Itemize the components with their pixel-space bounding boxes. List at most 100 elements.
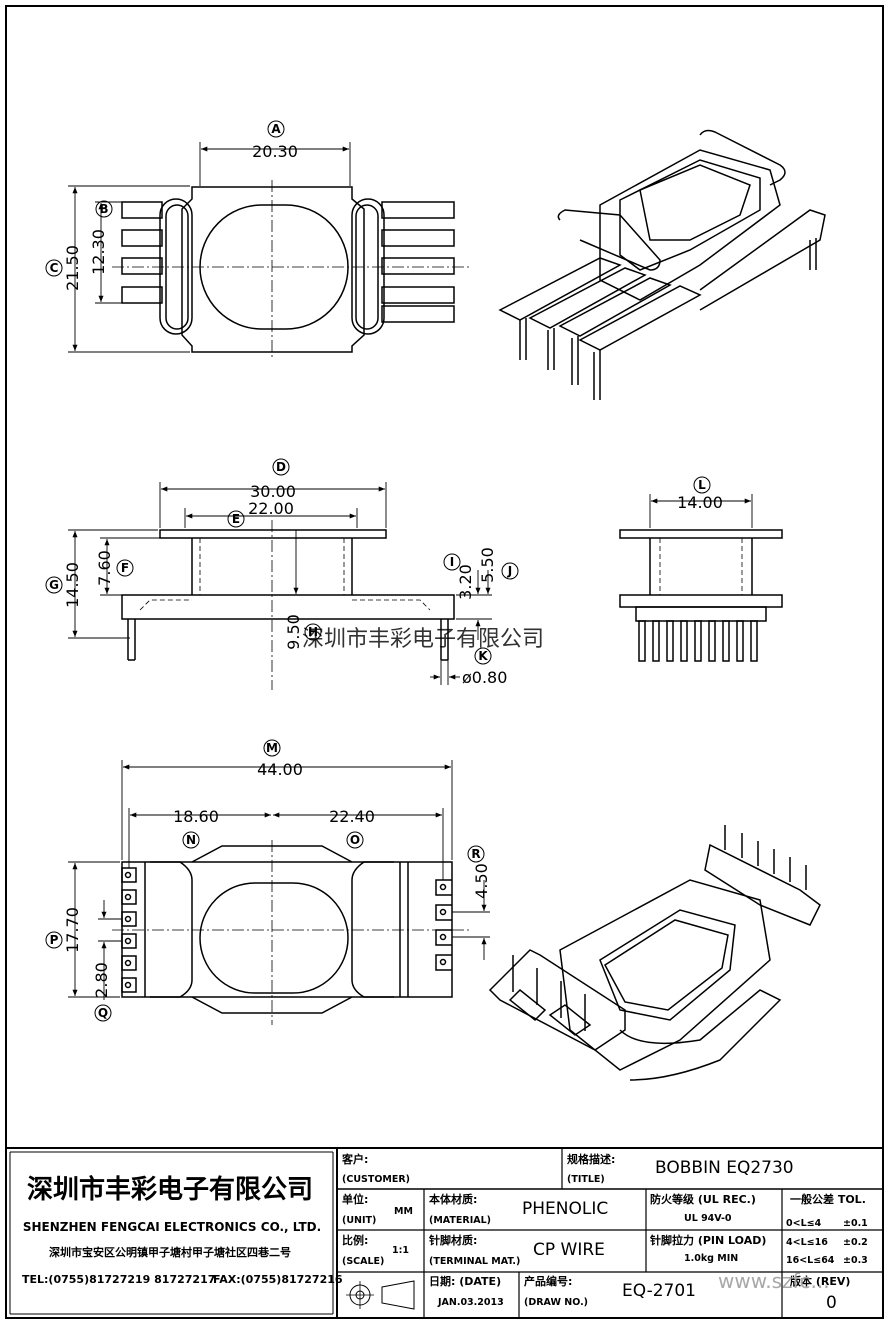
dim-q-value: 2.80: [92, 962, 111, 998]
dim-p-value: 17.70: [63, 907, 82, 953]
svg-text:J: J: [507, 564, 512, 578]
company-address: 深圳市宝安区公明镇甲子塘村甲子塘社区四巷二号: [49, 1245, 291, 1259]
svg-text:F: F: [121, 561, 129, 575]
front-view-hidden: [139, 538, 431, 611]
svg-text:(TITLE): (TITLE): [567, 1174, 605, 1185]
svg-text:针脚材质:: 针脚材质:: [429, 1233, 477, 1247]
svg-text:C: C: [50, 261, 59, 275]
title-block-fields: 客户: (CUSTOMER) 规格描述: (TITLE) BOBBIN EQ27…: [341, 1152, 868, 1313]
bottom-view-dim-text: 44.00 18.60 22.40 17.70 2.80 4.50: [63, 760, 491, 998]
svg-text:0<L≤4: 0<L≤4: [786, 1218, 822, 1229]
dim-k-value: ø0.80: [462, 668, 507, 687]
top-view-dim-text: 20.30 21.50 12.30: [63, 142, 298, 291]
svg-text:O: O: [350, 833, 360, 847]
svg-text:±0.2: ±0.2: [843, 1237, 868, 1248]
svg-text:4<L≤16: 4<L≤16: [786, 1237, 828, 1248]
dim-r-value: 4.50: [472, 863, 491, 899]
svg-text:P: P: [50, 933, 59, 947]
dim-e-value: 22.00: [248, 499, 294, 518]
dim-d-value: 30.00: [250, 482, 296, 501]
scale-value: 1:1: [392, 1245, 409, 1256]
top-view: [121, 186, 455, 353]
top-view-centerlines: [112, 180, 470, 360]
ul-value: UL 94V-0: [684, 1213, 732, 1224]
svg-text:±0.3: ±0.3: [843, 1255, 868, 1266]
rev-value: 0: [826, 1293, 837, 1313]
svg-text:产品编号:: 产品编号:: [524, 1274, 572, 1288]
top-view-dims: [68, 142, 351, 353]
svg-text:(DRAW NO.): (DRAW NO.): [524, 1297, 588, 1308]
date-value: JAN.03.2013: [437, 1297, 504, 1308]
svg-text:E: E: [232, 512, 240, 526]
side-view-dims: [649, 494, 753, 528]
title-block-lines: [6, 1147, 883, 1318]
bottom-view: [121, 845, 453, 1014]
svg-text:日期: (DATE): 日期: (DATE): [429, 1274, 501, 1288]
side-view: [619, 529, 783, 662]
bottom-view-dims: [68, 760, 490, 1000]
svg-text:(TERMINAL MAT.): (TERMINAL MAT.): [429, 1256, 520, 1267]
svg-text:(CUSTOMER): (CUSTOMER): [342, 1174, 410, 1185]
site-watermark: www.szfc...: [718, 1269, 830, 1293]
svg-text:规格描述:: 规格描述:: [567, 1152, 615, 1166]
callout-letters: A B C D E F G H I J K L M N O R P Q: [49, 122, 706, 1020]
svg-text:(SCALE): (SCALE): [342, 1256, 384, 1267]
iso-view-top: [498, 129, 826, 400]
side-view-dim-text: 14.00: [677, 493, 723, 512]
dim-m-value: 44.00: [257, 760, 303, 779]
svg-text:(UNIT): (UNIT): [342, 1215, 376, 1226]
dim-b-value: 12.30: [89, 229, 108, 275]
title-block-company: 深圳市丰彩电子有限公司 SHENZHEN FENGCAI ELECTRONICS…: [22, 1174, 343, 1286]
front-view: [121, 529, 455, 661]
bottom-view-centerlines: [112, 840, 470, 1025]
svg-text:H: H: [308, 625, 318, 639]
svg-text:版本 (REV): 版本 (REV): [790, 1274, 850, 1288]
front-view-dim-text: 30.00 22.00 14.50 7.60 9.50 3.20 5.50 ø0…: [63, 482, 507, 687]
svg-text:R: R: [471, 847, 480, 861]
company-name-en: SHENZHEN FENGCAI ELECTRONICS CO., LTD.: [23, 1220, 321, 1234]
draw-no-value: EQ-2701: [622, 1281, 696, 1301]
dim-c-value: 21.50: [63, 245, 82, 291]
side-view-hidden: [659, 538, 743, 595]
svg-text:防火等级 (UL REC.): 防火等级 (UL REC.): [650, 1192, 756, 1206]
material-value: PHENOLIC: [522, 1199, 608, 1219]
front-view-dims: [68, 482, 492, 685]
svg-text:针脚拉力 (PIN LOAD): 针脚拉力 (PIN LOAD): [650, 1233, 766, 1247]
pin-load-value: 1.0kg MIN: [684, 1253, 738, 1264]
dim-l-value: 14.00: [677, 493, 723, 512]
callouts: [45, 120, 711, 1022]
dim-n-value: 18.60: [173, 807, 219, 826]
dim-i-value: 3.20: [456, 564, 475, 600]
iso-view-bottom: [488, 825, 821, 1081]
svg-text:±0.1: ±0.1: [843, 1218, 868, 1229]
svg-text:一般公差 TOL.: 一般公差 TOL.: [790, 1192, 866, 1206]
unit-value: MM: [394, 1206, 413, 1217]
company-fax: FAX:(0755)81727216: [213, 1273, 343, 1286]
company-tel: TEL:(0755)81727219 81727217: [22, 1273, 215, 1286]
svg-text:比例:: 比例:: [342, 1233, 368, 1247]
svg-text:客户:: 客户:: [341, 1152, 368, 1166]
svg-text:M: M: [266, 741, 278, 755]
svg-text:单位:: 单位:: [342, 1192, 368, 1206]
title-value: BOBBIN EQ2730: [655, 1158, 794, 1178]
svg-text:Q: Q: [98, 1006, 108, 1020]
svg-text:G: G: [49, 578, 59, 592]
sheet-border: [5, 5, 884, 1319]
svg-text:L: L: [698, 478, 706, 492]
dim-h-value: 9.50: [284, 614, 303, 650]
svg-text:16<L≤64: 16<L≤64: [786, 1255, 835, 1266]
dim-j-value: 5.50: [478, 547, 497, 583]
svg-text:A: A: [271, 122, 281, 136]
dim-f-value: 7.60: [95, 550, 114, 586]
svg-text:I: I: [450, 555, 454, 569]
company-name-cn: 深圳市丰彩电子有限公司: [27, 1174, 313, 1205]
svg-text:B: B: [99, 202, 108, 216]
dim-a-value: 20.30: [252, 142, 298, 161]
watermark-text: 深圳市丰彩电子有限公司: [302, 627, 544, 652]
dim-o-value: 22.40: [329, 807, 375, 826]
svg-text:本体材质:: 本体材质:: [429, 1192, 477, 1206]
terminal-value: CP WIRE: [533, 1240, 605, 1260]
svg-text:N: N: [186, 833, 196, 847]
svg-text:(MATERIAL): (MATERIAL): [429, 1215, 491, 1226]
